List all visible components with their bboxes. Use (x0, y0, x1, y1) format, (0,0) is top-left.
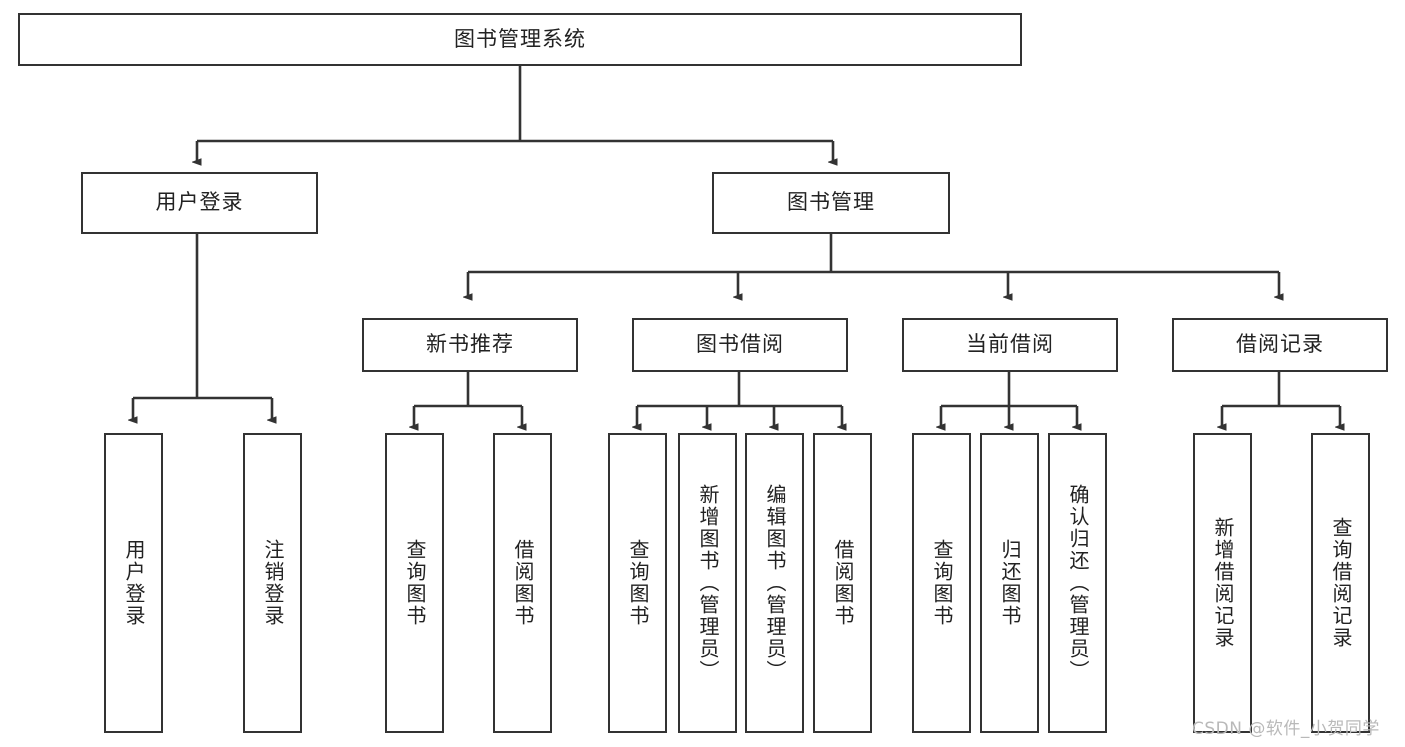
leaf-user-login-logout[interactable]: 注销登录 (243, 433, 302, 733)
leaf-borrow-record-query[interactable]: 查询借阅记录 (1311, 433, 1370, 733)
node-label: 当前借阅 (966, 332, 1054, 357)
leaf-current-borrow-query[interactable]: 查询图书 (912, 433, 971, 733)
csdn-watermark: CSDN @软件_小贺同学 (1192, 719, 1380, 739)
node-label: 确认归还（管理员） (1066, 484, 1090, 682)
leaf-new-book-query[interactable]: 查询图书 (385, 433, 444, 733)
node-label: 新增图书（管理员） (696, 484, 720, 682)
node-label: 新书推荐 (426, 332, 514, 357)
node-label: 查询图书 (930, 539, 954, 627)
node-user-login[interactable]: 用户登录 (81, 172, 318, 234)
leaf-book-borrow-borrow[interactable]: 借阅图书 (813, 433, 872, 733)
leaf-user-login-login[interactable]: 用户登录 (104, 433, 163, 733)
node-label: 借阅记录 (1236, 332, 1324, 357)
leaf-current-borrow-confirm-return[interactable]: 确认归还（管理员） (1048, 433, 1107, 733)
node-label: 新增借阅记录 (1211, 517, 1235, 649)
leaf-book-borrow-add[interactable]: 新增图书（管理员） (678, 433, 737, 733)
node-label: 用户登录 (155, 190, 244, 215)
leaf-borrow-record-add[interactable]: 新增借阅记录 (1193, 433, 1252, 733)
leaf-book-borrow-query[interactable]: 查询图书 (608, 433, 667, 733)
node-new-book-recommend[interactable]: 新书推荐 (362, 318, 578, 372)
node-label: 用户登录 (122, 539, 146, 627)
node-label: 图书借阅 (696, 332, 784, 357)
node-label: 借阅图书 (511, 539, 535, 627)
node-borrow-record[interactable]: 借阅记录 (1172, 318, 1388, 372)
leaf-book-borrow-edit[interactable]: 编辑图书（管理员） (745, 433, 804, 733)
node-root-book-management-system[interactable]: 图书管理系统 (18, 13, 1022, 66)
node-label: 借阅图书 (831, 539, 855, 627)
node-book-borrow[interactable]: 图书借阅 (632, 318, 848, 372)
node-label: 图书管理系统 (454, 26, 586, 51)
node-label: 注销登录 (261, 539, 285, 627)
node-label: 查询借阅记录 (1329, 517, 1353, 649)
node-current-borrow[interactable]: 当前借阅 (902, 318, 1118, 372)
node-label: 图书管理 (787, 190, 875, 215)
node-book-management[interactable]: 图书管理 (712, 172, 950, 234)
leaf-current-borrow-return[interactable]: 归还图书 (980, 433, 1039, 733)
node-label: 查询图书 (626, 539, 650, 627)
node-label: 编辑图书（管理员） (763, 484, 787, 682)
node-label: 归还图书 (998, 539, 1022, 627)
node-label: 查询图书 (403, 539, 427, 627)
leaf-new-book-borrow[interactable]: 借阅图书 (493, 433, 552, 733)
